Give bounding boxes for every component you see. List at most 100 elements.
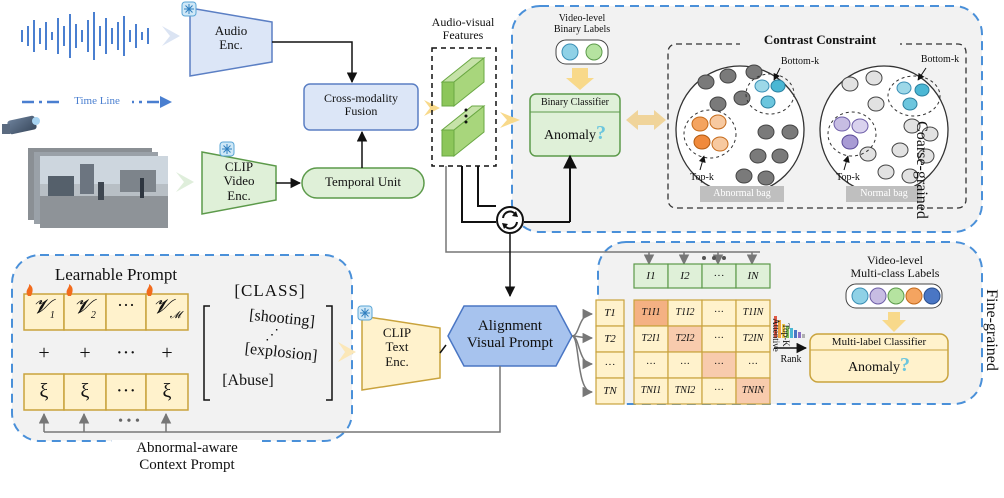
sample-dot: [693, 134, 711, 150]
binary-label-token: [561, 43, 579, 61]
normal-bag-label: Normal bag: [860, 188, 908, 199]
sample-dot: [754, 79, 770, 93]
frozen-snowflake-icon: [181, 1, 197, 17]
audio-chevron-icon: [162, 26, 180, 46]
coarse-grained-side-label: Coarse-grained: [913, 121, 930, 219]
matrix-cell: TNI1: [640, 385, 662, 396]
context-feedback-line: [44, 366, 501, 433]
sync-icon: [496, 206, 524, 234]
v-token-glyph: 𝓥: [33, 296, 50, 318]
abnormal-bag-label: Abnormal bag: [713, 188, 771, 199]
multi-labels-title: Video-level Multi-class Labels: [850, 253, 940, 281]
abnormal-bag-label-bg: [700, 186, 784, 202]
camera-icon: [2, 115, 40, 135]
learnable-prompt-title: Learnable Prompt: [54, 265, 178, 284]
binary-classifier-label: Binary Classifier: [540, 97, 610, 108]
v-token-2: 𝓥2: [64, 296, 106, 330]
rank-label: Rank: [780, 354, 802, 365]
context-dots: • • •: [118, 414, 140, 429]
matrix-cell: ···: [714, 359, 724, 370]
top-k-group: [683, 109, 737, 159]
sample-dot: [902, 97, 918, 111]
class-dots: ⋰: [265, 328, 279, 343]
matrix-cell: T1I1: [641, 307, 661, 318]
bottom-k-label: Bottom-k: [920, 54, 960, 65]
v-token-1: 𝓥1: [24, 296, 64, 330]
sample-dot: [851, 118, 869, 134]
sample-dot: [896, 81, 912, 95]
top-k-group: [827, 111, 877, 157]
class-label-token: [851, 287, 869, 305]
bottom-k-group: [887, 75, 941, 117]
xi-token: ξ: [39, 380, 49, 402]
clip-text-encoder-block: [361, 315, 441, 391]
features-box: [431, 47, 497, 167]
v-token-glyph: 𝓥: [74, 296, 91, 318]
i-row: [633, 263, 771, 289]
sample-dot: [841, 134, 859, 150]
xi-token: ξ: [80, 380, 90, 402]
matrix-cell: T2I2: [675, 333, 695, 344]
question-icon: ?: [596, 122, 607, 144]
sample-dot: [760, 95, 776, 109]
matrix-cell: TNIN: [741, 385, 765, 396]
multi-label-classifier-block: [809, 333, 949, 383]
class-label-token: [923, 287, 941, 305]
matrix-cell: ···: [680, 359, 690, 370]
normal-bag-items: [841, 70, 939, 184]
clip-video-encoder-label: CLIP Video Enc.: [223, 159, 255, 203]
contrast-constraint-title: Contrast Constraint: [740, 32, 900, 48]
matrix-cell: T2I1: [641, 333, 661, 344]
context-prompt-label: Abnormal-aware Context Prompt: [112, 440, 262, 473]
t-label: T2: [604, 333, 616, 345]
frozen-snowflake-icon: [219, 141, 235, 157]
class-label-token: [869, 287, 887, 305]
v-token-glyph: ···: [117, 295, 135, 315]
temporal-unit-block: [301, 167, 425, 199]
sample-dot: [691, 116, 709, 132]
matrix-cell: T2IN: [742, 333, 764, 344]
i-row-labels: I1 I2 ··· IN: [634, 264, 770, 288]
video-frames: [28, 148, 168, 228]
t-column-labels: T1 T2 ··· TN: [596, 300, 624, 404]
features-label: Audio-visual Features: [431, 15, 495, 43]
class-bracket: [326, 305, 333, 401]
matrix-cell: ···: [748, 359, 758, 370]
v-token-labels: 𝓥1 𝓥2 ··· 𝓥𝓜: [24, 295, 188, 330]
temporal-unit-label: Temporal Unit: [325, 174, 401, 189]
sample-dot: [833, 116, 851, 132]
timeline-label: Time Line: [62, 95, 132, 108]
plus-dots: ···: [116, 342, 136, 364]
fire-icons: [26, 284, 153, 296]
class-abuse: [Abuse]: [222, 372, 274, 389]
top-k-label: Top-k: [690, 172, 714, 183]
fusion-arrow-icon: [424, 100, 440, 116]
t-label: T1: [604, 307, 616, 319]
v-token-m: 𝓥𝓜: [146, 296, 188, 330]
rank-bars-icon: [774, 316, 805, 338]
sample-dot: [770, 79, 786, 93]
xi-token-labels: ξ ξ ··· ξ: [24, 380, 188, 402]
anomaly-text: Anomaly: [543, 128, 597, 143]
feature-bars: [440, 56, 486, 158]
xi-token: ξ: [162, 380, 172, 402]
v-token-sub: 1: [49, 310, 55, 321]
t-label: TN: [603, 385, 617, 397]
multi-labels-down-arrow-icon: [882, 312, 906, 332]
fine-grained-side-label: Fine-grained: [983, 289, 1000, 371]
binary-label-token: [585, 43, 603, 61]
multi-anomaly-label: Anomaly?: [810, 354, 948, 376]
multi-classifier-label: Multi-label Classifier: [831, 336, 927, 348]
plus-sign: +: [38, 342, 50, 364]
matrix-cell: T1I2: [675, 307, 695, 318]
clip-video-encoder-block: [201, 151, 277, 215]
xi-token-dots: ···: [116, 380, 136, 402]
matrix-cell: ···: [714, 307, 724, 318]
plus-sign: +: [79, 342, 91, 364]
class-bracket: [203, 305, 210, 401]
cross-modality-fusion-block: [303, 83, 419, 131]
t-label: ···: [604, 359, 616, 371]
audio-encoder-label: Audio Enc.: [214, 23, 248, 53]
